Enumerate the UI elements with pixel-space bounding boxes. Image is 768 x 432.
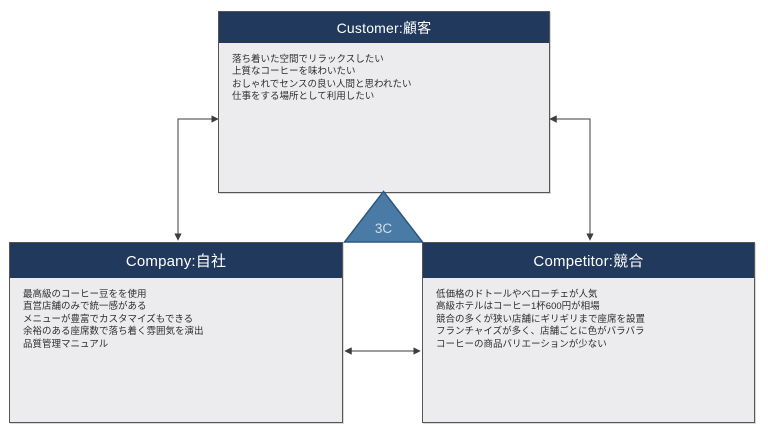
- 3c-triangle: 3C: [343, 190, 424, 243]
- competitor-box-body: 低価格のドトールやベローチェが人気 高級ホテルはコーヒー1杯600円が相場 競合…: [423, 278, 754, 351]
- customer-item: 上質なコーヒーを味わいたい: [232, 66, 356, 78]
- company-box-body: 最高級のコーヒー豆をを使用 直営店舗のみで統一感がある メニューが豊富でカスタマ…: [10, 278, 342, 351]
- customer-item: おしゃれでセンスの良い人間と思われたい: [232, 78, 412, 90]
- customer-box: Customer:顧客 落ち着いた空間でリラックスしたい 上質なコーヒーを味わい…: [218, 11, 550, 193]
- customer-box-title: Customer:顧客: [219, 12, 549, 43]
- triangle-label: 3C: [374, 221, 393, 236]
- company-item: 最高級のコーヒー豆をを使用: [23, 289, 147, 300]
- customer-company-connector: [174, 115, 219, 241]
- competitor-item: 高級ホテルはコーヒー1杯600円が相場: [436, 301, 600, 313]
- company-item: 直営店舗のみで統一感がある: [23, 301, 147, 313]
- competitor-item: コーヒーの商品バリエーションが少ない: [436, 338, 607, 350]
- competitor-item: 競合の多くが狭い店舗にギリギリまで座席を設置: [436, 313, 646, 325]
- customer-item: 落ち着いた空間でリラックスしたい: [232, 54, 384, 65]
- company-box-title: Company:自社: [10, 243, 342, 278]
- competitor-box: Competitor:競合 低価格のドトールやベローチェが人気 高級ホテルはコー…: [422, 242, 755, 423]
- customer-box-body: 落ち着いた空間でリラックスしたい 上質なコーヒーを味わいたい おしゃれでセンスの…: [219, 43, 549, 104]
- company-item: 余裕のある座席数で落ち着く雰囲気を演出: [23, 326, 204, 338]
- company-item: 品質管理マニュアル: [23, 338, 109, 350]
- company-item: メニューが豊富でカスタマイズもできる: [23, 313, 194, 325]
- customer-item: 仕事をする場所として利用したい: [232, 91, 375, 103]
- competitor-box-title: Competitor:競合: [423, 243, 754, 278]
- triangle-shape: [343, 190, 424, 243]
- company-box: Company:自社 最高級のコーヒー豆をを使用 直営店舗のみで統一感がある メ…: [9, 242, 343, 423]
- customer-competitor-connector: [549, 115, 594, 241]
- competitor-item: フランチャイズが多く、店舗ごとに色がバラバラ: [436, 326, 645, 338]
- competitor-item: 低価格のドトールやベローチェが人気: [436, 289, 598, 300]
